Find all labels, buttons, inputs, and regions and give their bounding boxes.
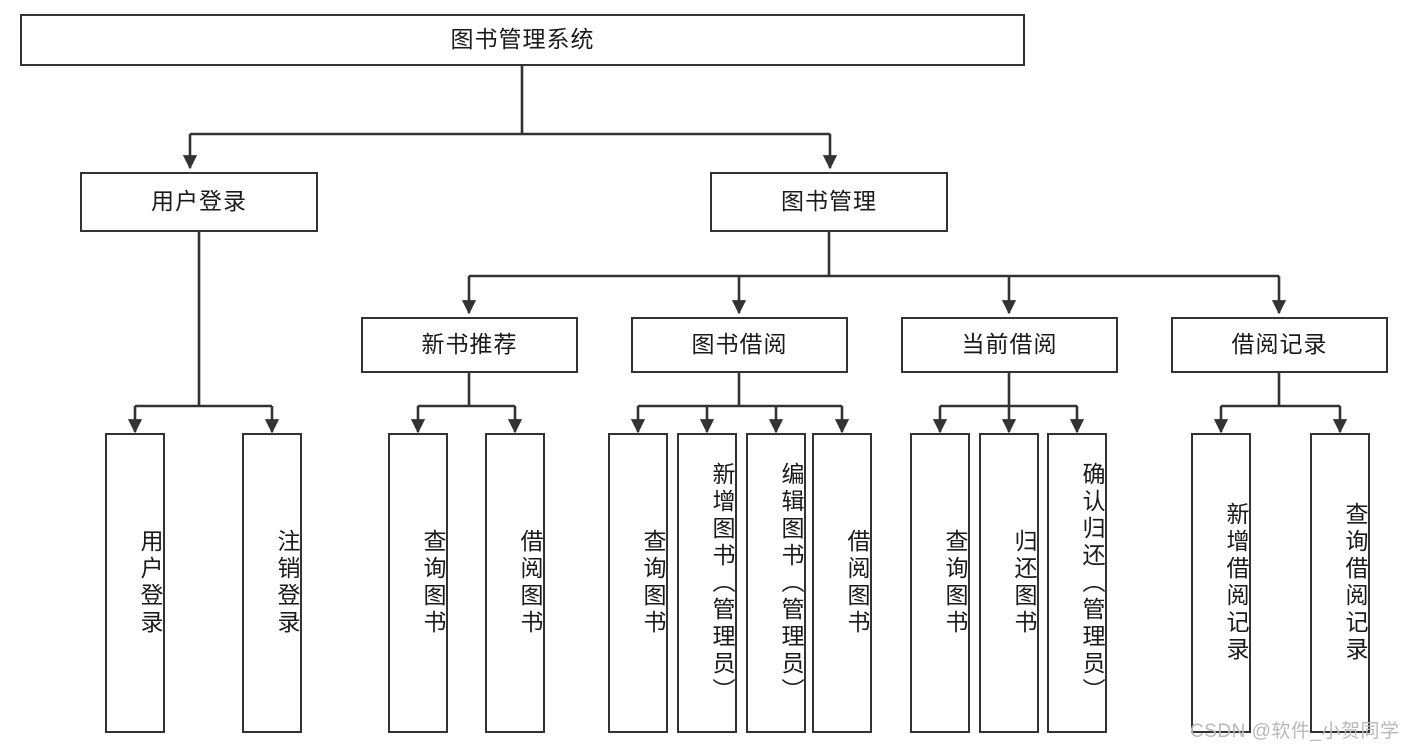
leaf-edit-book-label: 编辑图书（管理员） <box>778 461 804 705</box>
node-root-label: 图书管理系统 <box>450 26 595 53</box>
leaf-borrow-book-newbook[interactable]: 借阅图书 <box>485 433 545 733</box>
node-new-book-recommend-label: 新书推荐 <box>421 331 518 358</box>
leaf-add-book[interactable]: 新增图书（管理员） <box>677 433 737 733</box>
leaf-query-book-borrow[interactable]: 查询图书 <box>608 433 668 733</box>
leaf-query-book-newbook-label: 查询图书 <box>420 529 446 637</box>
leaf-borrow-book-borrow[interactable]: 借阅图书 <box>812 433 872 733</box>
node-root[interactable]: 图书管理系统 <box>20 14 1025 66</box>
leaf-confirm-return-label: 确认归还（管理员） <box>1079 461 1105 705</box>
leaf-user-logout-label: 注销登录 <box>274 529 300 637</box>
leaf-add-borrow-record[interactable]: 新增借阅记录 <box>1191 433 1251 733</box>
leaf-confirm-return[interactable]: 确认归还（管理员） <box>1047 433 1107 733</box>
leaf-query-book-current-label: 查询图书 <box>942 529 968 637</box>
leaf-borrow-book-borrow-label: 借阅图书 <box>844 529 870 637</box>
leaf-edit-book[interactable]: 编辑图书（管理员） <box>746 433 806 733</box>
leaf-user-logout[interactable]: 注销登录 <box>242 433 302 733</box>
leaf-user-login-label: 用户登录 <box>137 529 163 637</box>
node-current-borrow[interactable]: 当前借阅 <box>901 317 1118 373</box>
node-user-login[interactable]: 用户登录 <box>80 172 318 232</box>
leaf-query-borrow-record-label: 查询借阅记录 <box>1342 502 1368 664</box>
node-new-book-recommend[interactable]: 新书推荐 <box>361 317 578 373</box>
leaf-query-book-newbook[interactable]: 查询图书 <box>388 433 448 733</box>
leaf-query-book-current[interactable]: 查询图书 <box>910 433 970 733</box>
node-borrow-record[interactable]: 借阅记录 <box>1171 317 1388 373</box>
node-book-management-label: 图书管理 <box>781 188 877 215</box>
leaf-query-book-borrow-label: 查询图书 <box>640 529 666 637</box>
node-book-borrow[interactable]: 图书借阅 <box>631 317 848 373</box>
node-book-borrow-label: 图书借阅 <box>691 331 788 358</box>
leaf-return-book[interactable]: 归还图书 <box>979 433 1039 733</box>
leaf-query-borrow-record[interactable]: 查询借阅记录 <box>1310 433 1370 733</box>
node-current-borrow-label: 当前借阅 <box>961 331 1058 358</box>
node-borrow-record-label: 借阅记录 <box>1231 331 1328 358</box>
leaf-return-book-label: 归还图书 <box>1011 529 1037 637</box>
node-user-login-label: 用户登录 <box>151 188 247 215</box>
leaf-borrow-book-newbook-label: 借阅图书 <box>517 529 543 637</box>
csdn-watermark: CSDN @软件_小贺同学 <box>1190 721 1400 742</box>
leaf-user-login[interactable]: 用户登录 <box>105 433 165 733</box>
node-book-management[interactable]: 图书管理 <box>710 172 948 232</box>
leaf-add-borrow-record-label: 新增借阅记录 <box>1223 502 1249 664</box>
leaf-add-book-label: 新增图书（管理员） <box>709 461 735 705</box>
